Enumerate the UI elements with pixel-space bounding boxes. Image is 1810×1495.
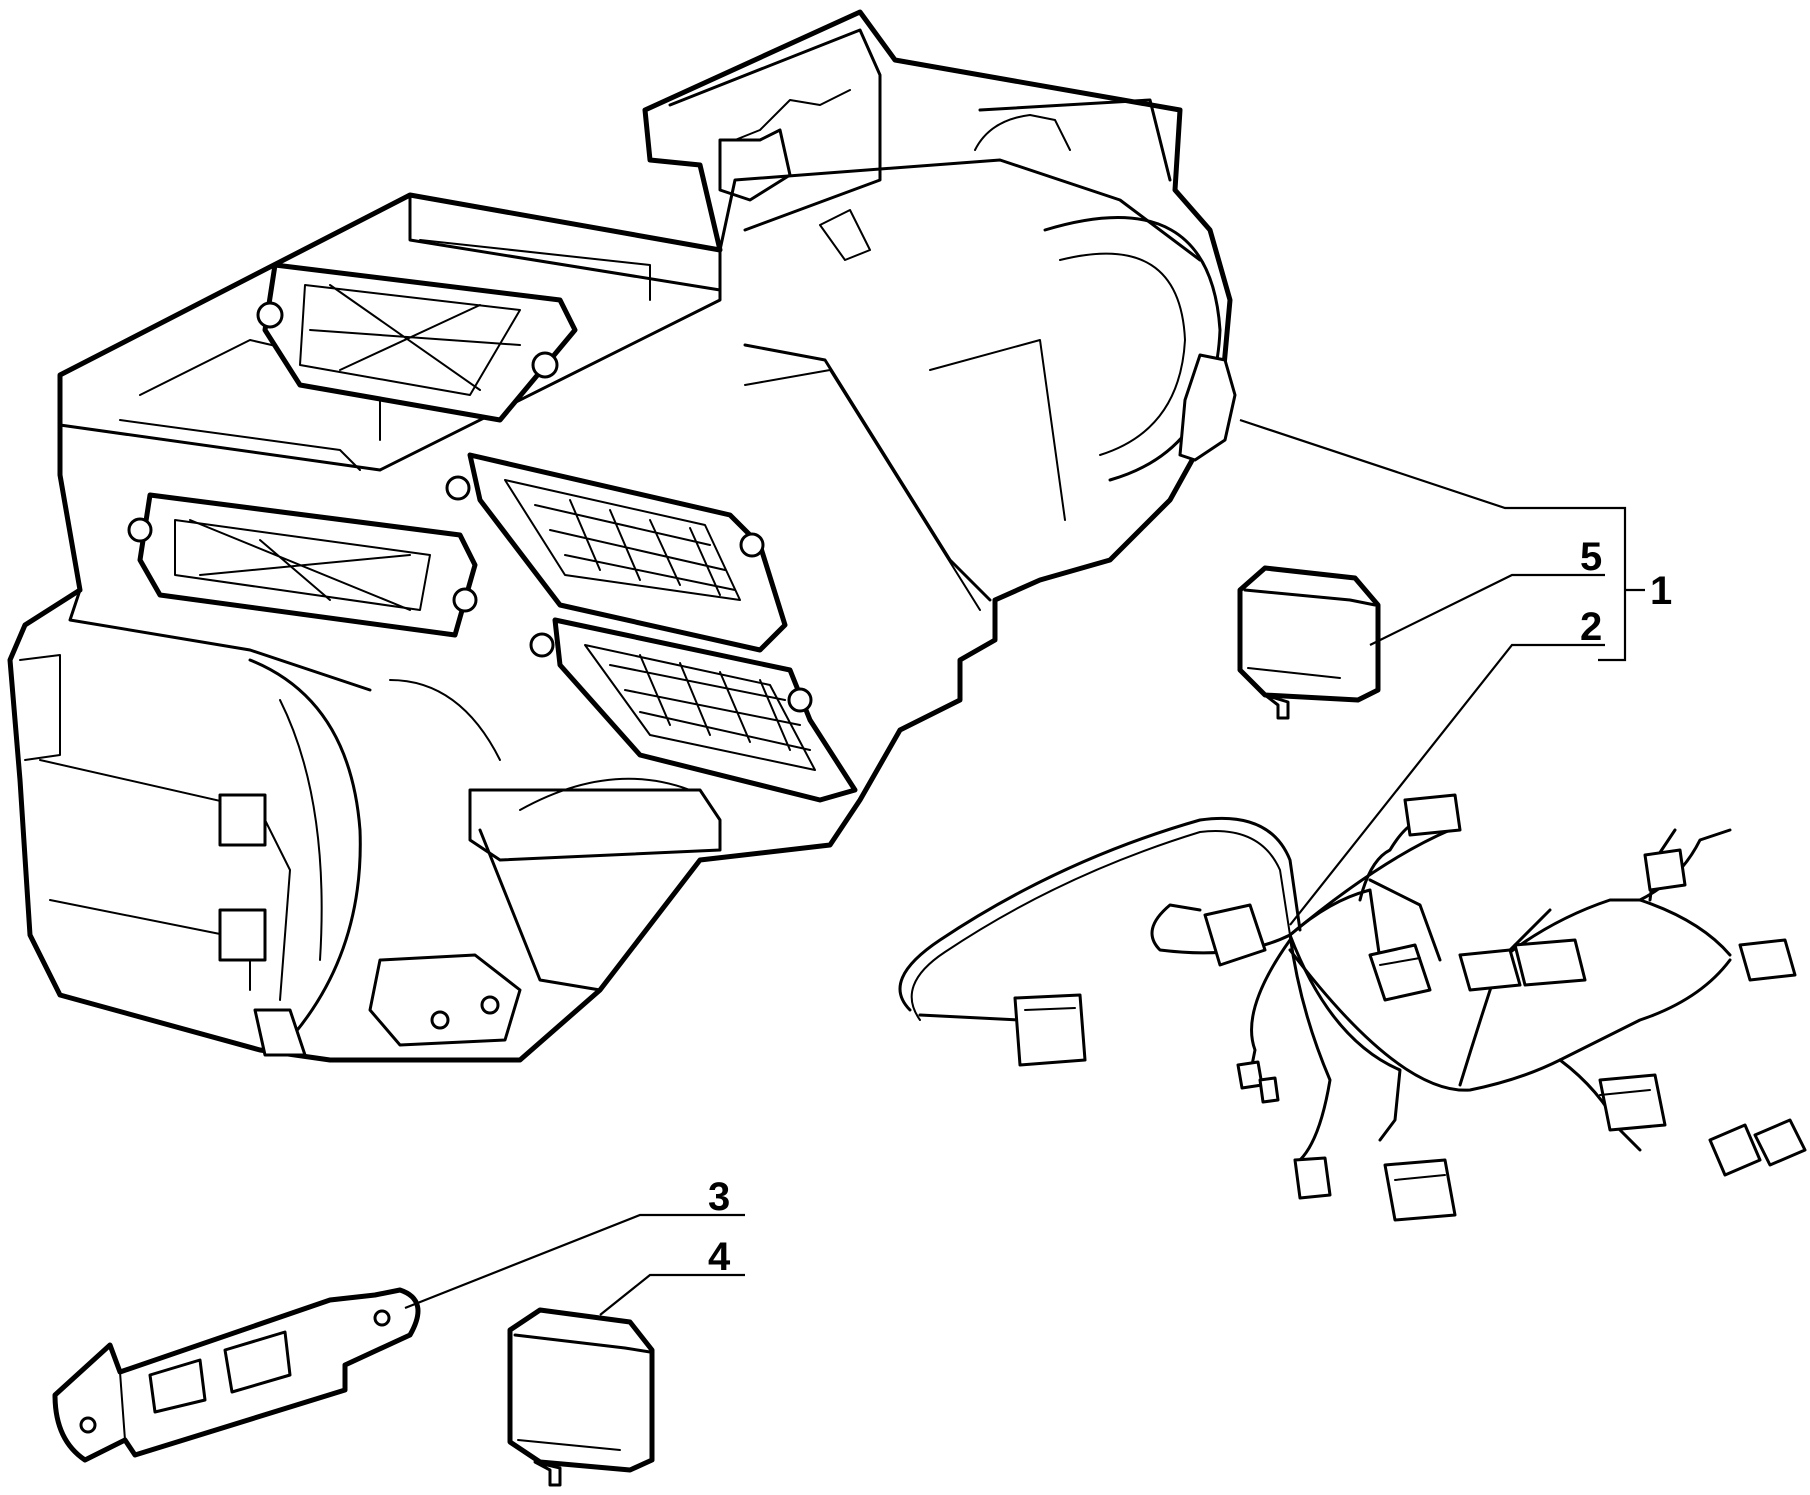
callout-2: 2 bbox=[1580, 605, 1602, 649]
relay-part-5 bbox=[1237, 565, 1381, 720]
callout-5: 5 bbox=[1580, 535, 1602, 579]
mounting-bracket-part-3 bbox=[52, 1287, 421, 1463]
leader-3 bbox=[404, 1213, 745, 1310]
leader-2 bbox=[1289, 643, 1605, 926]
heater-housing-assembly bbox=[7, 9, 1237, 1063]
relay-part-4 bbox=[507, 1307, 655, 1487]
callout-4: 4 bbox=[708, 1235, 731, 1279]
callout-1: 1 bbox=[1650, 569, 1672, 613]
callout-3: 3 bbox=[708, 1175, 730, 1219]
leader-4 bbox=[599, 1273, 745, 1316]
leader-1-bracket bbox=[1239, 418, 1627, 662]
wiring-harness-part-2 bbox=[898, 793, 1807, 1222]
leader-lines bbox=[404, 418, 1645, 1316]
leader-5 bbox=[1369, 573, 1605, 646]
